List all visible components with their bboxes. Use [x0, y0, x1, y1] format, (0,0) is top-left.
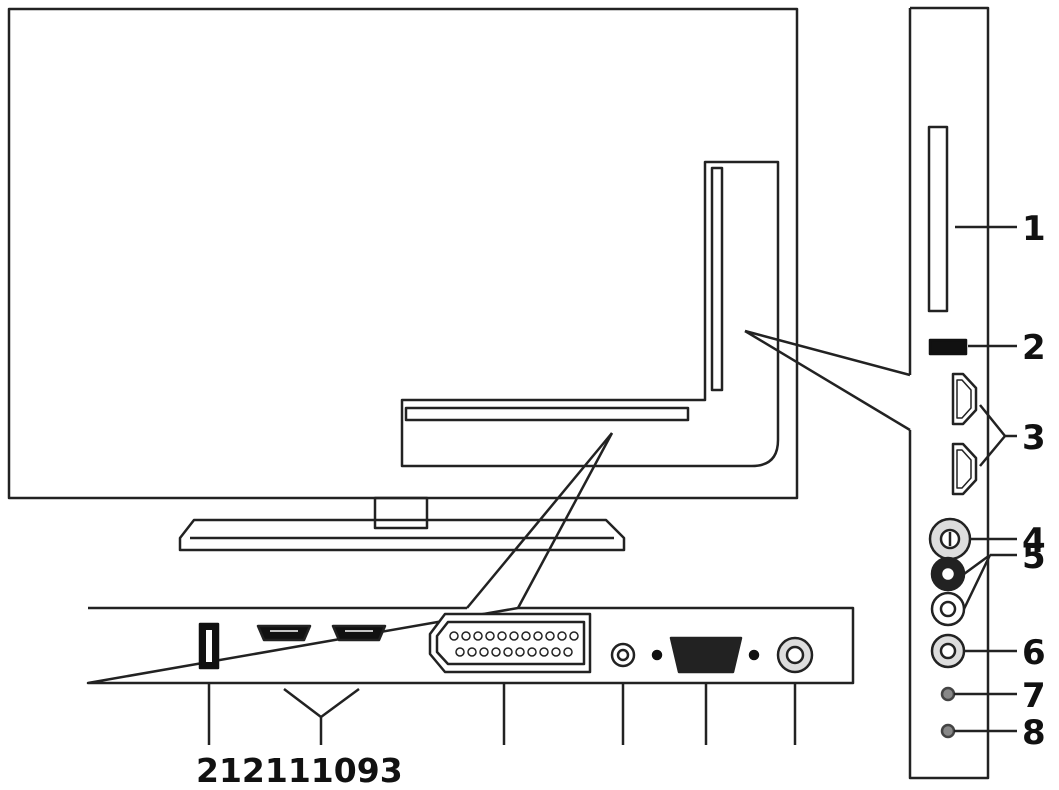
- hdmi-port-icon: [951, 442, 978, 496]
- rca-audio-left-icon: [930, 556, 966, 592]
- callout-number-8: 8: [1022, 713, 1046, 753]
- callout-number-2: 2: [1022, 328, 1046, 368]
- jack-icon: [940, 686, 956, 702]
- bottom-callout-numbers: 212111093: [196, 751, 403, 790]
- vga-port-icon: [651, 636, 760, 674]
- hdmi-port-bottom-icon: [331, 624, 387, 642]
- audio-jack-bottom-icon: [610, 642, 636, 668]
- callout-number-4: 4: [1022, 521, 1046, 561]
- hdmi-port-bottom-icon: [256, 624, 312, 642]
- callout-number-1: 1: [1022, 209, 1046, 249]
- usb-port-bottom-icon: [198, 622, 220, 670]
- scart-connector-icon: [428, 612, 592, 674]
- hdmi-port-icon: [951, 372, 978, 426]
- bottom-callout-line-a: [466, 432, 613, 609]
- rear-panel-outline: [400, 160, 780, 468]
- rca-audio-right-icon: [930, 591, 966, 627]
- bottom-callout-line-b: [516, 432, 614, 609]
- rca-video-icon: [930, 633, 966, 669]
- jack-icon: [940, 723, 956, 739]
- side-callout-line-b: [744, 329, 911, 432]
- callout-number-7: 7: [1022, 676, 1046, 716]
- tv-stand: [178, 496, 626, 552]
- side-callout-line-a: [744, 329, 911, 377]
- card-slot-icon: [927, 125, 949, 313]
- callout-number-3: 3: [1022, 418, 1046, 458]
- antenna-input-icon: [928, 517, 972, 561]
- bottom-panel: [86, 606, 855, 685]
- antenna-input-bottom-icon: [776, 636, 814, 674]
- bottom-slot: [404, 406, 690, 422]
- callout-number-6: 6: [1022, 633, 1046, 673]
- usb-port-icon: [928, 338, 968, 356]
- side-slot: [710, 166, 724, 392]
- callout-number-5: 5: [1022, 537, 1046, 577]
- side-panel: [908, 6, 990, 780]
